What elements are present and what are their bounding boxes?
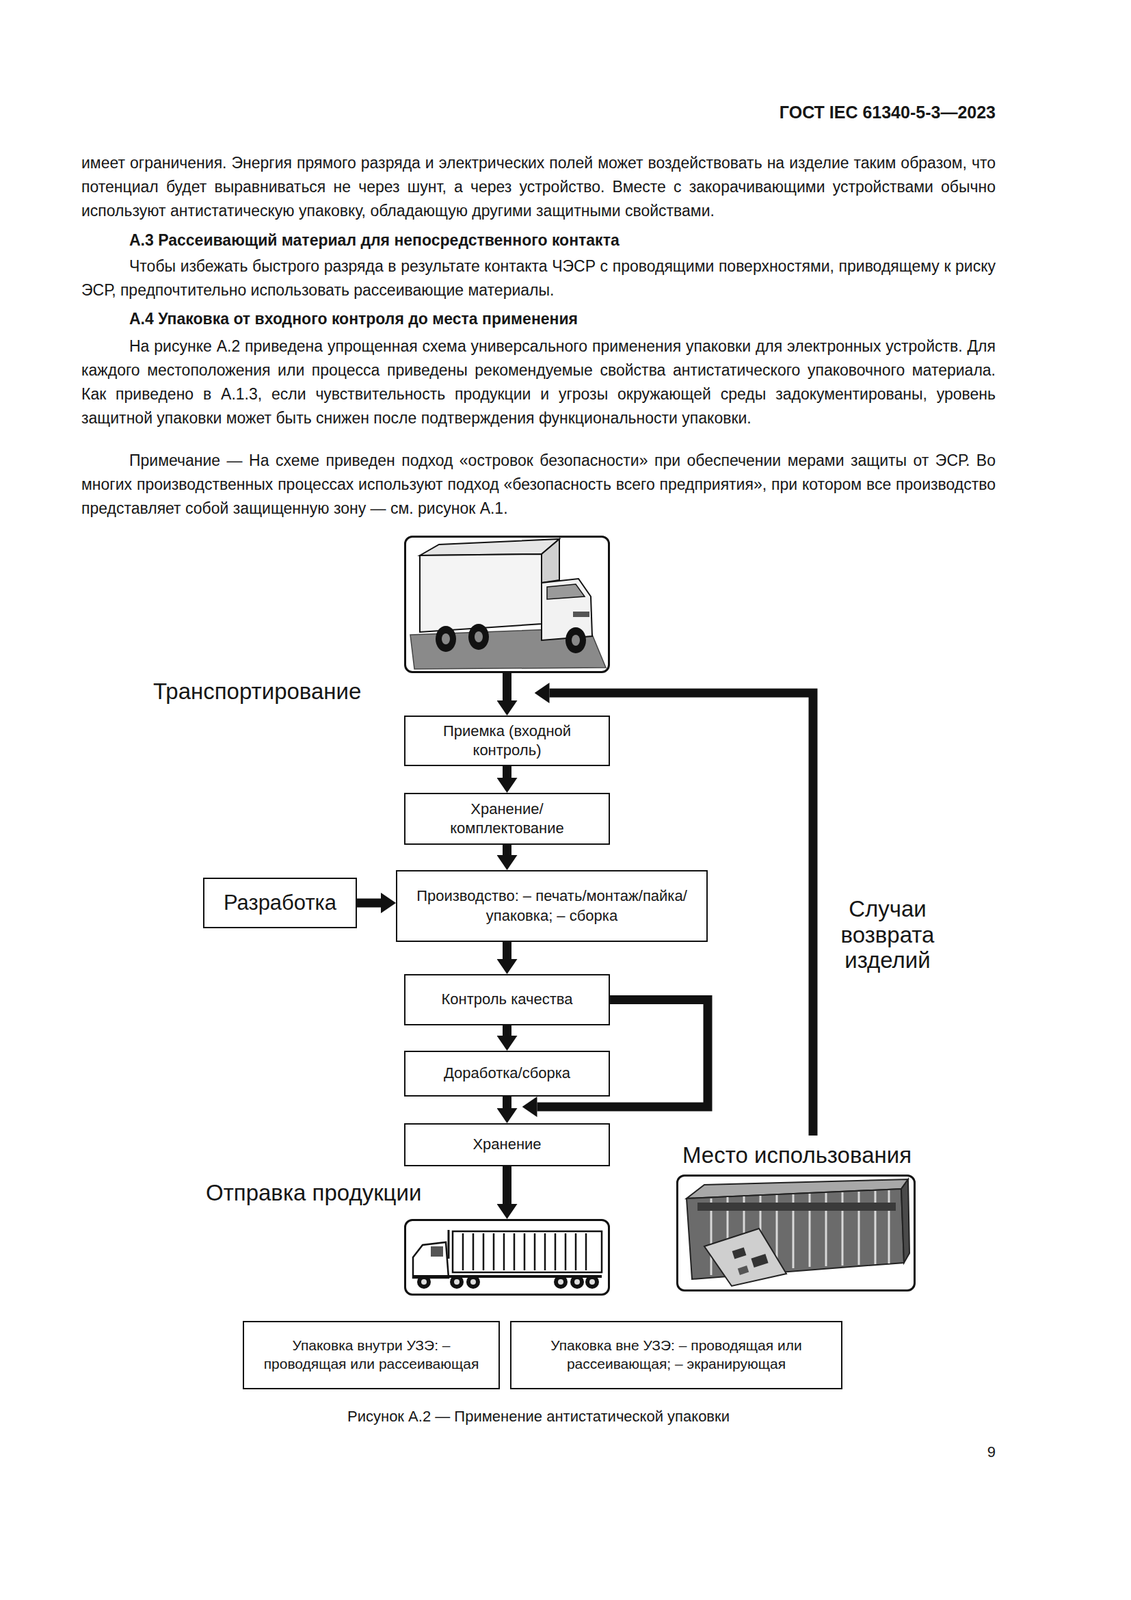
illustration-part xyxy=(462,1232,587,1270)
flow-arrow xyxy=(502,1165,512,1204)
illustration-part xyxy=(704,1228,787,1286)
illustration-part xyxy=(447,1229,450,1259)
flow-arrow xyxy=(502,672,512,701)
flow-arrow xyxy=(502,765,512,778)
illustration-part xyxy=(419,553,542,632)
process-box: Производство: – печать/монтаж/пайка/упак… xyxy=(395,869,708,942)
input-box: Разработка xyxy=(203,877,357,928)
illustration-part xyxy=(419,538,560,556)
section-heading: А.3 Рассеивающий материал для непосредст… xyxy=(81,228,996,253)
illustration-part xyxy=(901,1178,910,1263)
flow-arrow xyxy=(356,898,381,908)
illustration-part xyxy=(737,1265,749,1275)
process-box: Хранение xyxy=(404,1122,610,1166)
section-heading: А.4 Упаковка от входного контроля до мес… xyxy=(81,307,996,331)
illustration-part xyxy=(441,633,450,645)
box-text: Хранение xyxy=(472,1134,541,1154)
illustration-part xyxy=(557,1278,564,1285)
process-box: Контроль качества xyxy=(404,973,610,1026)
place-of-use-picture-box: Место использования xyxy=(676,1174,916,1292)
box-text: Производство: – печать/монтаж/пайка/упак… xyxy=(415,886,689,925)
illustration-part xyxy=(466,1274,481,1289)
semi-truck-illustration xyxy=(413,1229,602,1289)
box-text: Приемка (входной контроль) xyxy=(413,721,601,760)
body-paragraph: имеет ограничения. Энергия прямого разря… xyxy=(81,151,996,223)
figure-caption: Рисунок А.2 — Применение антистатической… xyxy=(81,1407,996,1426)
picture-heading: Транспортирование xyxy=(153,678,362,705)
illustration-part xyxy=(750,1253,768,1268)
process-box: Хранение/ комплектование xyxy=(404,792,610,845)
picture-heading: Отправка продукции xyxy=(205,1179,422,1206)
illustration-part xyxy=(413,1241,449,1278)
illustration-part xyxy=(732,1247,747,1259)
flow-arrow xyxy=(502,1096,512,1108)
flow-arrow xyxy=(502,1025,512,1036)
process-box: Приемка (входной контроль) xyxy=(404,715,610,766)
illustration-part xyxy=(454,1278,460,1285)
illustration-part xyxy=(585,1274,600,1289)
illustration-part xyxy=(574,1278,580,1285)
illustration-part xyxy=(435,625,457,652)
illustration-part xyxy=(553,1274,568,1289)
illustration-part xyxy=(468,623,489,650)
illustration-part xyxy=(421,1278,427,1285)
illustration-part xyxy=(541,578,593,641)
box-text: Контроль качества xyxy=(441,989,574,1009)
packaging-note-box: Упаковка вне УЗЭ: – проводящая или рассе… xyxy=(510,1320,843,1389)
flow-arrow xyxy=(502,844,512,855)
box-text: Упаковка внутри УЗЭ: – проводящая или ра… xyxy=(252,1336,491,1374)
illustration-part xyxy=(430,1245,444,1257)
illustration-part xyxy=(417,1274,431,1289)
illustration-part xyxy=(541,538,560,583)
shipping-picture-box: Отправка продукции xyxy=(404,1218,610,1296)
illustration-part xyxy=(452,1230,602,1272)
illustration-part xyxy=(571,634,580,646)
illustration-part xyxy=(589,1278,595,1285)
flow-arrow xyxy=(502,941,512,959)
illustration-part xyxy=(570,1274,584,1289)
box-text: Упаковка вне УЗЭ: – проводящая или рассе… xyxy=(519,1336,833,1374)
box-text: Разработка xyxy=(223,888,337,917)
illustration-part xyxy=(474,631,483,643)
picture-heading: Место использования xyxy=(682,1141,912,1168)
body-paragraph: Чтобы избежать быстрого разряда в резуль… xyxy=(81,254,996,303)
delivery-truck-illustration xyxy=(410,538,606,669)
page-number: 9 xyxy=(81,1442,996,1461)
document-number: ГОСТ IEC 61340-5-3—2023 xyxy=(81,102,996,123)
illustration-part xyxy=(573,611,590,617)
note-paragraph: Примечание — На схеме приведен подход «о… xyxy=(81,448,996,521)
illustration-part xyxy=(470,1278,476,1285)
box-text: Доработка/сборка xyxy=(443,1063,571,1083)
illustration-part xyxy=(449,1274,464,1289)
box-text: Хранение/ комплектование xyxy=(432,799,583,838)
edge-label: Случаи возврата изделий xyxy=(829,895,946,974)
process-box: Доработка/сборка xyxy=(404,1050,610,1097)
transport-picture-box: Транспортирование xyxy=(404,535,610,673)
packaging-note-box: Упаковка внутри УЗЭ: – проводящая или ра… xyxy=(242,1320,500,1389)
illustration-part xyxy=(547,583,585,600)
body-paragraph: На рисунке А.2 приведена упрощенная схем… xyxy=(81,334,996,431)
illustration-part xyxy=(697,1202,896,1211)
equipment-rack-illustration xyxy=(686,1178,910,1286)
illustration-part xyxy=(565,627,587,654)
